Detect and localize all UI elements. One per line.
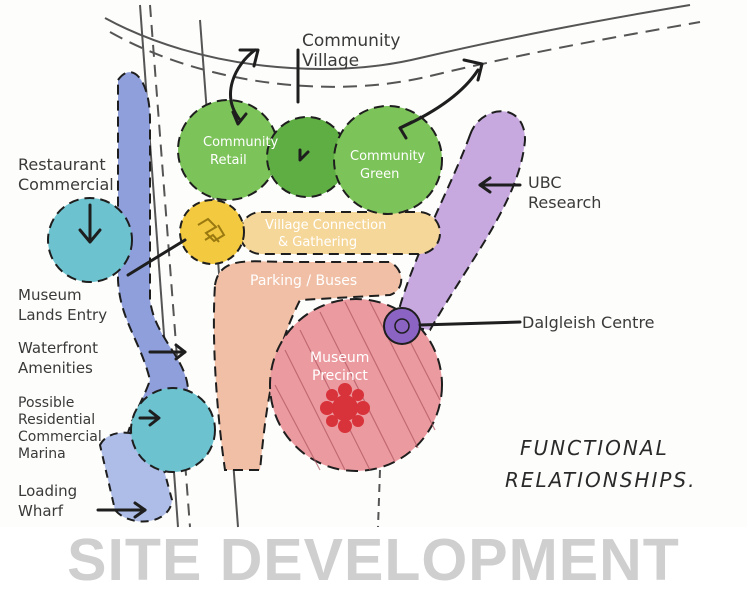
label-parking: Parking / Buses bbox=[250, 273, 357, 289]
label-museum-lands-1: Museum bbox=[18, 286, 82, 304]
label-museum-1: Museum bbox=[310, 350, 369, 366]
label-retail-2: Retail bbox=[210, 153, 247, 168]
label-loading-1: Loading bbox=[18, 482, 77, 500]
label-museum-lands-2: Lands Entry bbox=[18, 306, 107, 324]
label-dalgleish: Dalgleish Centre bbox=[522, 313, 655, 332]
label-green-1: Community bbox=[350, 149, 426, 164]
label-possible-4: Marina bbox=[18, 446, 66, 462]
label-village-conn-2: & Gathering bbox=[278, 235, 357, 250]
yellow-gathering-circle bbox=[180, 200, 244, 264]
label-loading-2: Wharf bbox=[18, 502, 64, 520]
label-possible-1: Possible bbox=[18, 395, 74, 411]
label-retail-1: Community bbox=[203, 135, 279, 150]
label-waterfront-1: Waterfront bbox=[18, 339, 98, 357]
dalgleish-centre-circle bbox=[384, 308, 420, 344]
label-possible-3: Commercial bbox=[18, 429, 102, 445]
title-line-1: FUNCTIONAL bbox=[520, 436, 669, 460]
label-green-2: Green bbox=[360, 167, 399, 182]
site-development-banner: SITE DEVELOPMENT bbox=[0, 527, 747, 593]
label-restaurant-2: Commercial bbox=[18, 175, 114, 194]
community-retail-circle bbox=[178, 100, 278, 200]
label-community-village-1: Community bbox=[302, 31, 400, 51]
title-line-2: RELATIONSHIPS. bbox=[505, 468, 696, 492]
label-restaurant-1: Restaurant bbox=[18, 155, 106, 174]
label-ubc-1: UBC bbox=[528, 173, 562, 192]
label-museum-2: Precinct bbox=[312, 368, 368, 384]
label-possible-2: Residential bbox=[18, 412, 95, 428]
label-community-village-2: Village bbox=[302, 51, 359, 71]
label-waterfront-2: Amenities bbox=[18, 359, 93, 377]
label-ubc-2: Research bbox=[528, 193, 601, 212]
label-village-conn-1: Village Connection bbox=[265, 218, 386, 233]
possible-residential-circle bbox=[131, 388, 215, 472]
